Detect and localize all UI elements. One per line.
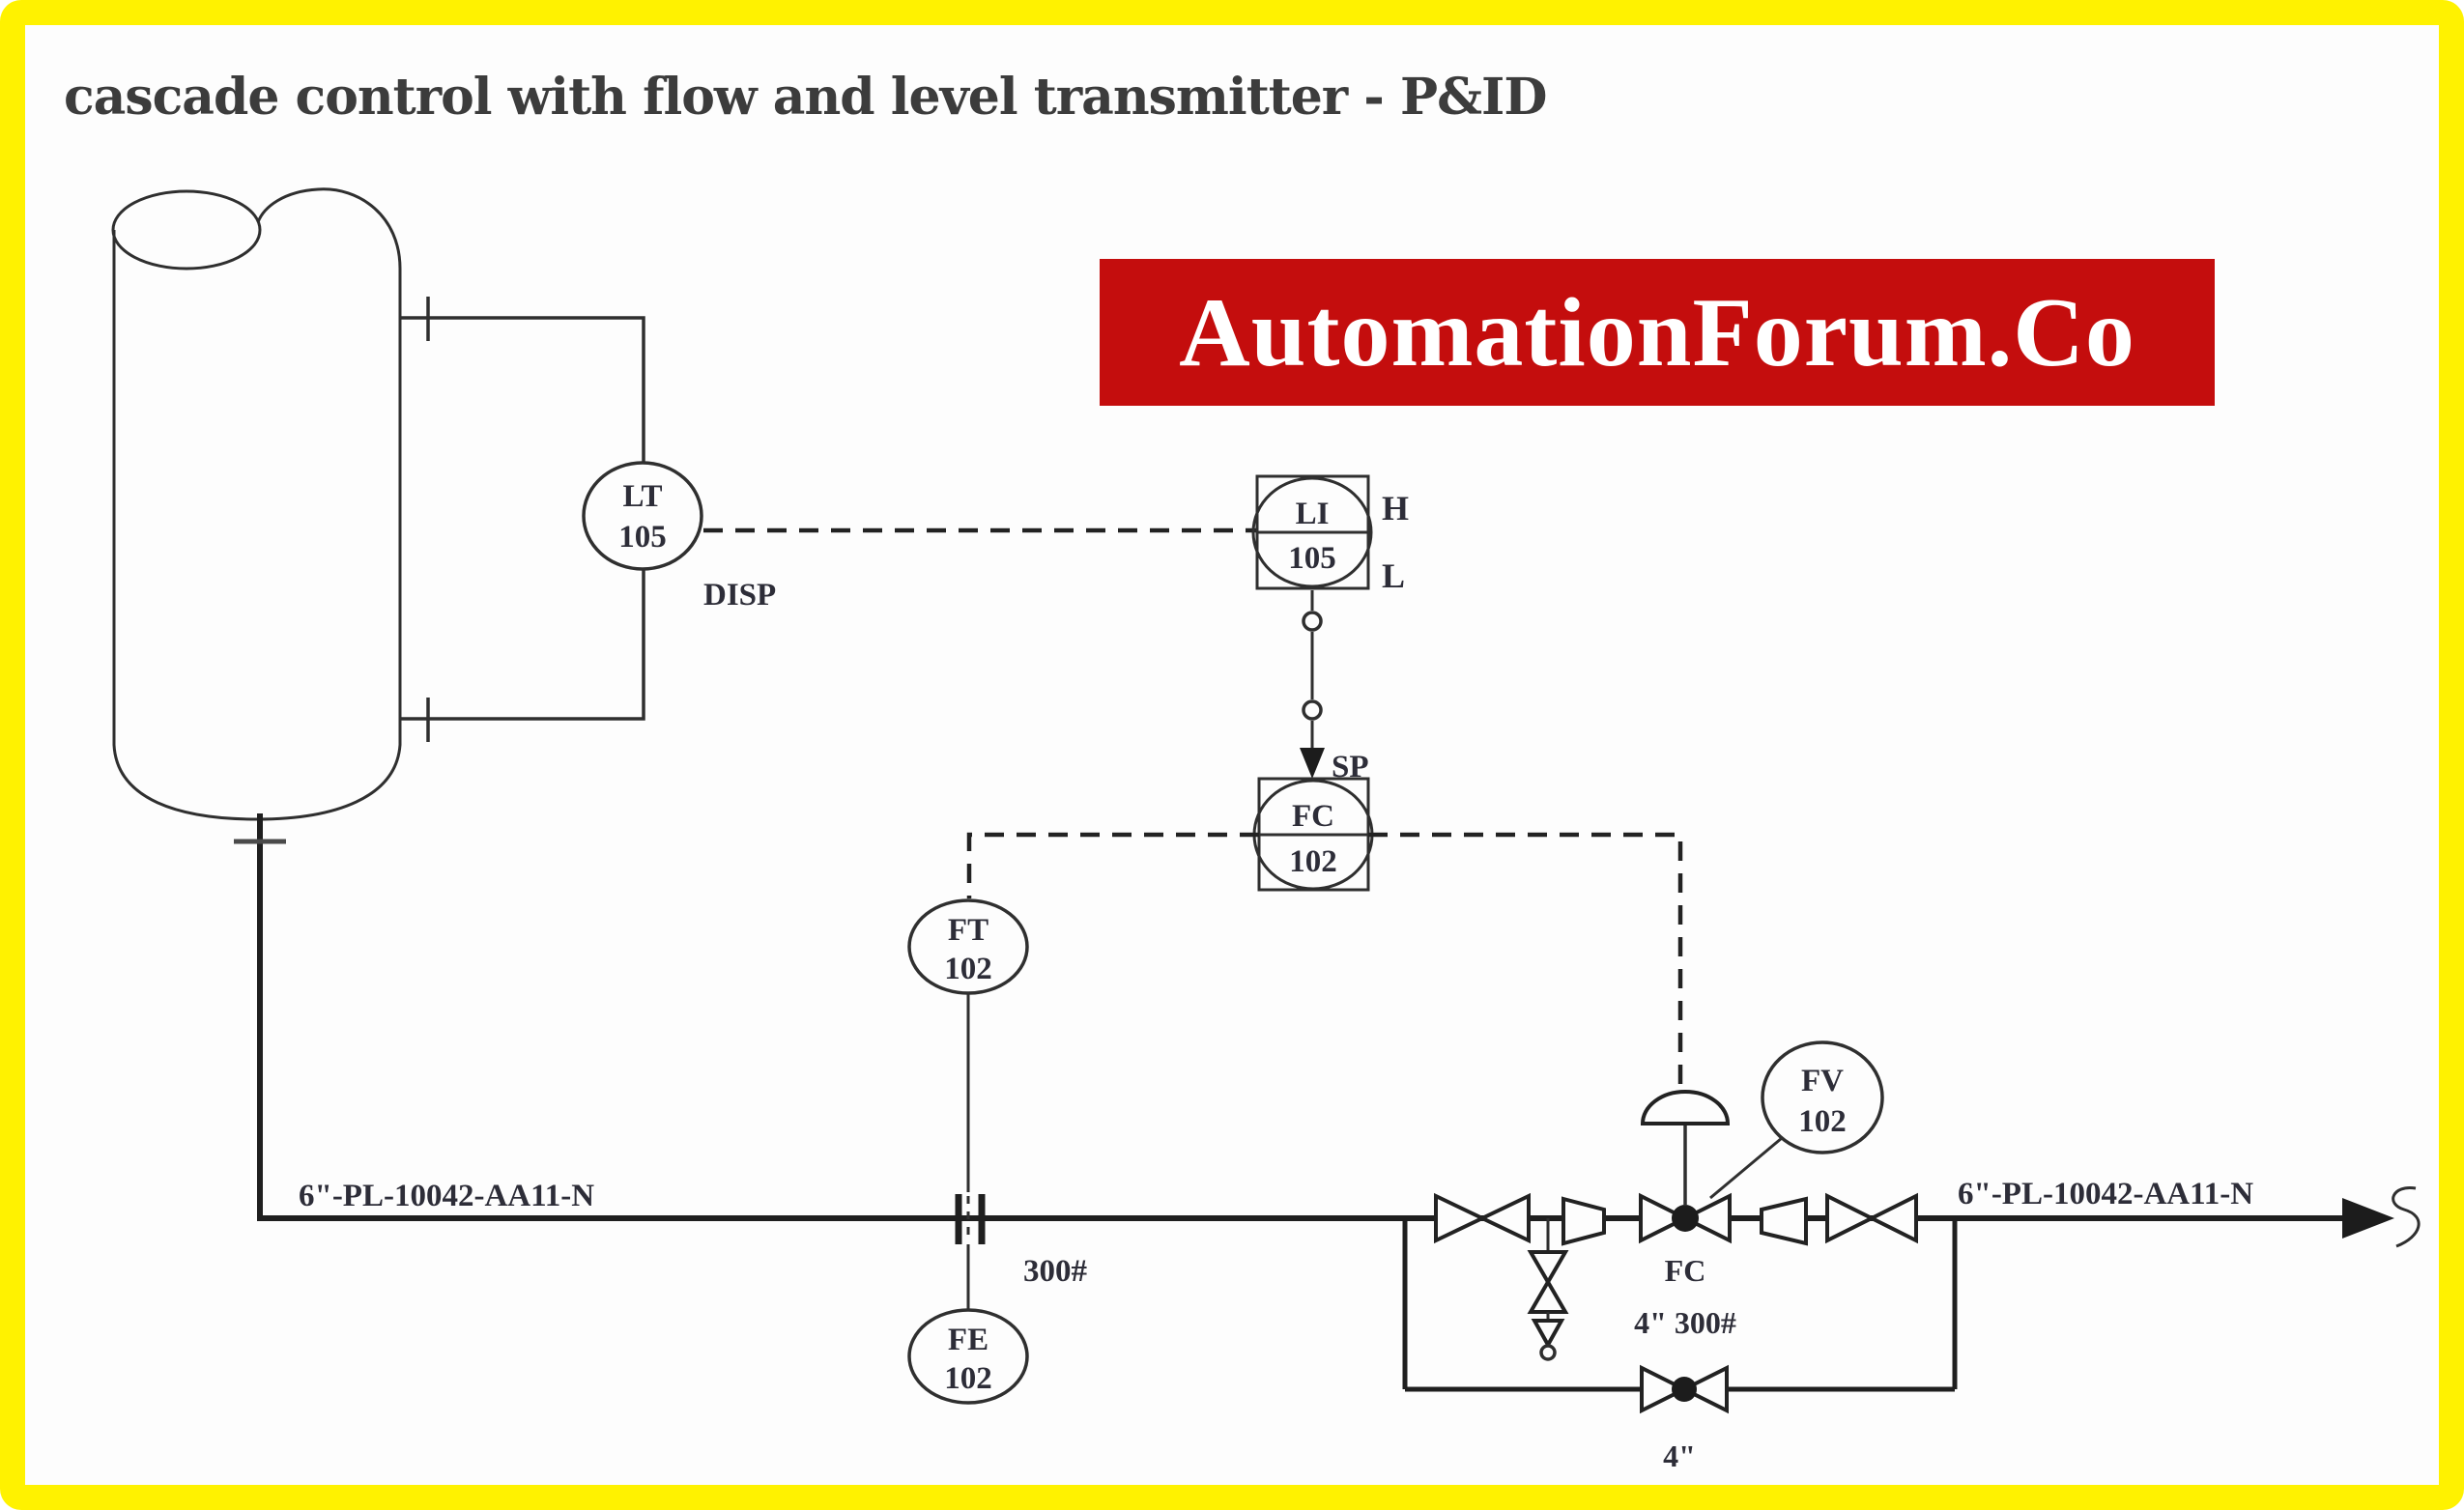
- signal-ft-to-fc: [966, 832, 1259, 898]
- flow-direction-arrow: [2342, 1198, 2394, 1239]
- brand-banner: AutomationForum.Co: [1100, 259, 2215, 406]
- orifice-rating-label: 300#: [1023, 1254, 1088, 1289]
- setpoint-arrow: [1300, 748, 1325, 779]
- block-valve-downstream: [1825, 1192, 1918, 1244]
- pipeline-label-right: 6"-PL-10042-AA11-N: [1958, 1177, 2253, 1211]
- main-process-line: [234, 813, 2421, 1248]
- link-node1: [1302, 611, 1323, 632]
- valve-size-label: 4" 300#: [1634, 1305, 1736, 1340]
- fv-leader-line: [1709, 1136, 1783, 1200]
- pipeline-label-left: 6"-PL-10042-AA11-N: [299, 1179, 594, 1213]
- lt-tag: LT: [623, 479, 663, 514]
- block-valve-upstream: [1434, 1192, 1531, 1244]
- instrument-fe-102: FE 102: [907, 1308, 1029, 1405]
- link-node2: [1302, 699, 1323, 721]
- tank-top-ellipse: [111, 189, 262, 271]
- valve-action-label: FC: [1665, 1253, 1706, 1288]
- li-tag: LI: [1296, 497, 1330, 531]
- brand-banner-text: AutomationForum.Co: [1179, 277, 2135, 387]
- li-circle: [1251, 476, 1373, 588]
- expander-downstream: [1760, 1196, 1808, 1246]
- bypass-size-label: 4": [1663, 1439, 1696, 1473]
- control-valve-fv-102: [1639, 1090, 1732, 1244]
- fc-number: 102: [1289, 844, 1337, 879]
- instrument-lt-105: LT 105: [582, 461, 703, 571]
- data-link-li-to-fc: SP: [1300, 590, 1369, 784]
- diaphragm-actuator: [1640, 1090, 1731, 1125]
- fv-tag: FV: [1801, 1064, 1844, 1098]
- drain-cap: [1539, 1344, 1557, 1361]
- bypass-globe-valve: [1640, 1364, 1729, 1414]
- fe-number: 102: [944, 1361, 992, 1396]
- control-valve-manifold: FV 102 FC 4" 300# 4": [1402, 1040, 1958, 1473]
- ft-number: 102: [944, 952, 992, 986]
- instrument-li-105: LI 105 H L: [1251, 474, 1409, 595]
- ft-tag: FT: [948, 913, 988, 948]
- fv-number: 102: [1798, 1104, 1847, 1139]
- orifice-meter-run: 300#: [955, 993, 1088, 1310]
- tank-dome-curve: [256, 187, 402, 270]
- li-low-alarm-label: L: [1382, 556, 1405, 595]
- instrument-ft-102: FT 102: [907, 898, 1029, 995]
- instrument-fc-102: FC 102: [1252, 777, 1374, 892]
- reducer-upstream: [1561, 1196, 1606, 1246]
- drain-valve-assembly: [1527, 1218, 1569, 1361]
- signal-fc-to-fv: [1368, 832, 1683, 1090]
- lt-bubble: [582, 461, 703, 571]
- li-number: 105: [1288, 541, 1336, 576]
- fc-tag: FC: [1292, 799, 1334, 834]
- vessel-tank: [111, 187, 402, 821]
- li-high-alarm-label: H: [1382, 489, 1409, 527]
- fe-bubble: [907, 1308, 1029, 1405]
- line-continuation-squiggle: [2392, 1186, 2421, 1248]
- tank-body-outline: [112, 230, 402, 821]
- pid-diagram: LT 105 DISP LI 105 H L SP: [111, 187, 2421, 1473]
- valve-globe-plug: [1672, 1205, 1699, 1232]
- lt-number: 105: [618, 520, 667, 555]
- page-title: cascade control with flow and level tran…: [64, 68, 1547, 127]
- instrument-fv-102: FV 102: [1709, 1040, 1884, 1200]
- disp-label: DISP: [703, 578, 776, 613]
- fv-bubble: [1761, 1040, 1884, 1154]
- fe-tag: FE: [948, 1323, 988, 1357]
